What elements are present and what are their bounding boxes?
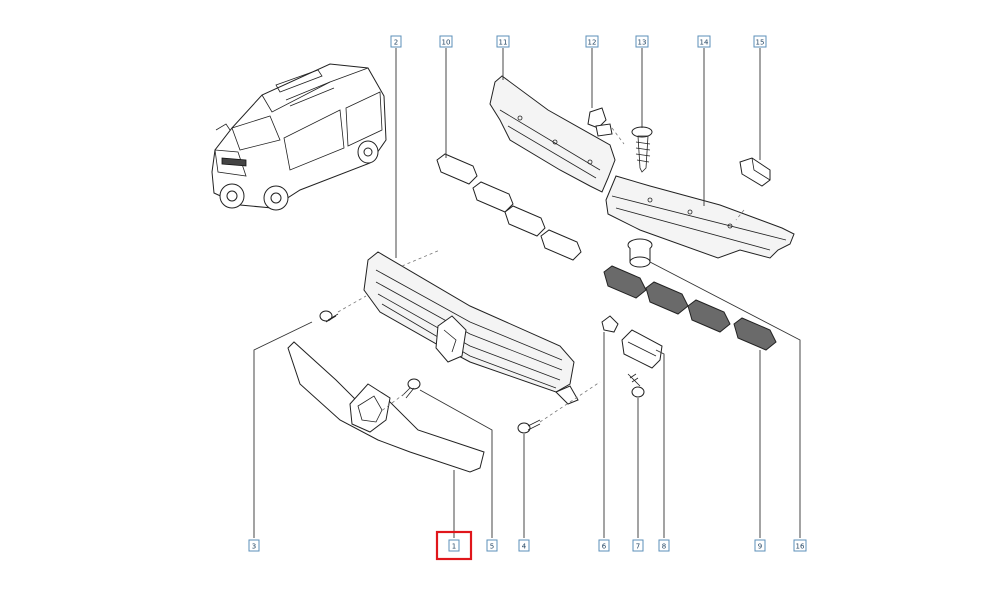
callout-5[interactable]: 5 xyxy=(486,539,498,552)
callout-number-16: 16 xyxy=(796,543,805,551)
callout-box-16 xyxy=(793,539,807,552)
callout-box-4 xyxy=(518,539,530,552)
bush-16[interactable] xyxy=(627,238,653,268)
callout-number-5: 5 xyxy=(490,543,494,551)
callout-box-12 xyxy=(585,35,599,48)
callout-number-15: 15 xyxy=(756,39,765,47)
callout-number-6: 6 xyxy=(602,543,607,551)
callout-box-14 xyxy=(697,35,711,48)
callout-box-3 xyxy=(248,539,260,552)
callout-16[interactable]: 16 xyxy=(793,539,807,552)
callout-4[interactable]: 4 xyxy=(518,539,530,552)
callout-number-11: 11 xyxy=(499,39,508,47)
callout-number-2: 2 xyxy=(394,39,398,47)
callout-12[interactable]: 12 xyxy=(585,35,599,48)
callout-number-14: 14 xyxy=(700,39,709,47)
leader-lines xyxy=(253,48,801,538)
callout-15[interactable]: 15 xyxy=(753,35,767,48)
screw-5[interactable] xyxy=(401,378,421,399)
callout-box-7 xyxy=(632,539,644,552)
callout-number-9: 9 xyxy=(758,543,762,551)
callout-box-13 xyxy=(635,35,649,48)
callout-box-11 xyxy=(496,35,510,48)
lower-crossmember-14[interactable] xyxy=(605,175,795,259)
callout-box-2 xyxy=(390,35,402,48)
callout-2[interactable]: 2 xyxy=(390,35,402,48)
alignment-lines xyxy=(337,127,745,423)
cover-8[interactable] xyxy=(621,329,663,369)
mesh-insert-set-9[interactable] xyxy=(603,265,777,351)
callout-box-5 xyxy=(486,539,498,552)
callout-number-12: 12 xyxy=(588,39,597,47)
callout-box-9 xyxy=(754,539,766,552)
callout-box-15 xyxy=(753,35,767,48)
bracket-15[interactable] xyxy=(739,157,771,187)
highlight-frame xyxy=(435,530,473,561)
grille-moulding-1[interactable] xyxy=(287,341,485,473)
callout-13[interactable]: 13 xyxy=(635,35,649,48)
callout-number-1: 1 xyxy=(452,543,456,551)
radiator-grille-2[interactable] xyxy=(363,251,579,405)
callout-6[interactable]: 6 xyxy=(598,539,610,552)
callout-number-13: 13 xyxy=(638,39,647,47)
callout-box-8 xyxy=(658,539,670,552)
callout-number-10: 10 xyxy=(442,39,451,47)
callout-box-10 xyxy=(439,35,453,48)
callout-3[interactable]: 3 xyxy=(248,539,260,552)
upper-crossmember-11[interactable] xyxy=(489,75,616,193)
callout-number-4: 4 xyxy=(522,543,527,551)
grille-insert-set-10[interactable] xyxy=(436,153,582,261)
callout-box-1 xyxy=(448,539,460,552)
callout-number-7: 7 xyxy=(636,543,640,551)
van-illustration xyxy=(211,63,387,211)
clip-12[interactable] xyxy=(587,107,613,137)
screw-3[interactable] xyxy=(319,310,339,323)
callout-9[interactable]: 9 xyxy=(754,539,766,552)
callout-7[interactable]: 7 xyxy=(632,539,644,552)
callout-10[interactable]: 10 xyxy=(439,35,453,48)
clip-6[interactable] xyxy=(601,315,619,333)
callout-1[interactable]: 1 xyxy=(435,530,473,561)
screw-13[interactable] xyxy=(631,126,653,173)
callout-8[interactable]: 8 xyxy=(658,539,670,552)
callout-11[interactable]: 11 xyxy=(496,35,510,48)
screw-4[interactable] xyxy=(517,419,541,434)
screw-7[interactable] xyxy=(627,373,645,398)
callout-number-3: 3 xyxy=(252,543,256,551)
callout-14[interactable]: 14 xyxy=(697,35,711,48)
callout-box-6 xyxy=(598,539,610,552)
callout-number-8: 8 xyxy=(662,543,666,551)
